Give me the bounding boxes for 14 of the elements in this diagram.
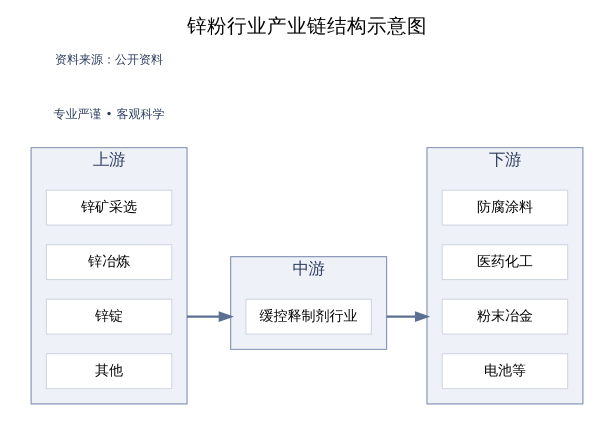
node-box: 电池等 <box>442 353 568 390</box>
node-box: 防腐涂料 <box>442 190 568 226</box>
node-box: 缓控释制剂行业 <box>245 298 372 335</box>
node-box: 锌锭 <box>46 298 172 335</box>
label: 专业严谨 • 客观科学 <box>54 106 164 121</box>
diagram-title: 锌粉行业产业链结构示意图 <box>187 14 427 38</box>
label: 资料来源：公开资料 <box>55 52 164 66</box>
node-box: 粉末冶金 <box>442 298 568 335</box>
arrow <box>187 311 234 322</box>
node-box: 其他 <box>46 353 172 390</box>
arrow <box>386 311 430 322</box>
node-box: 锌冶炼 <box>46 244 172 280</box>
node-box: 锌矿采选 <box>46 190 172 226</box>
node-box: 医药化工 <box>442 244 568 280</box>
